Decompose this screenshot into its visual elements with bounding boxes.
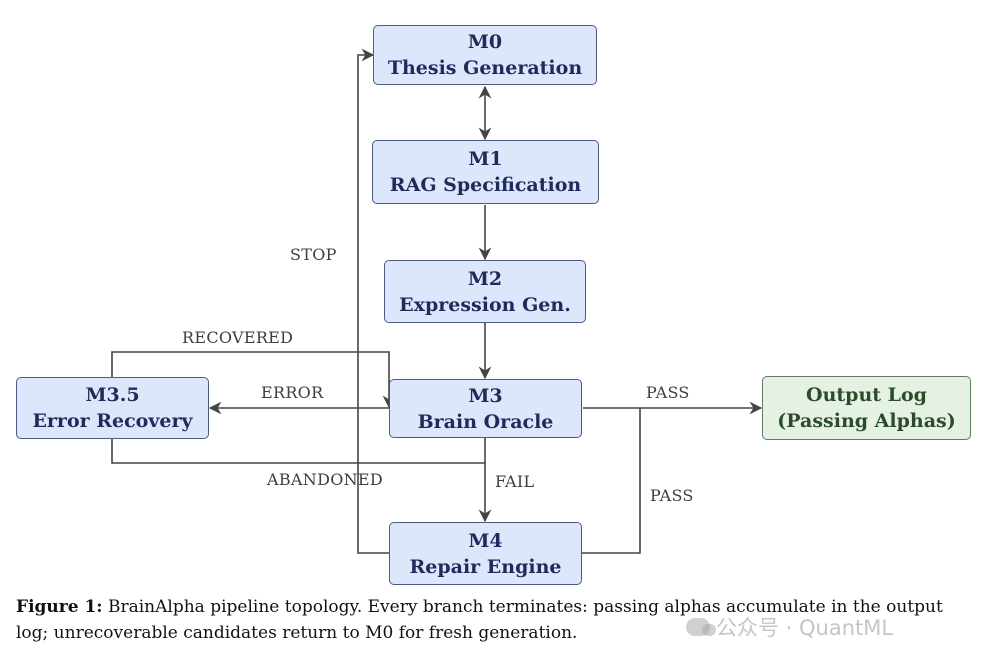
node-m1-rag-specification: M1 RAG Specification [372,140,599,204]
edge-label-pass-repair: PASS [650,486,694,505]
node-m0-thesis-generation: M0 Thesis Generation [373,25,597,85]
caption-label: Figure 1: [16,597,103,617]
node-output-log: Output Log (Passing Alphas) [762,376,971,440]
node-m4-repair-engine: M4 Repair Engine [389,522,582,585]
node-m2-expression-gen: M2 Expression Gen. [384,260,586,323]
node-m0-id: M0 [467,31,503,53]
node-m0-title: Thesis Generation [387,57,583,79]
node-m1-title: RAG Specification [389,174,582,196]
edge-m35-abandoned [111,439,485,464]
node-m2-title: Expression Gen. [399,293,571,316]
edge-m4-output-pass [582,408,641,554]
wechat-icon [686,618,716,636]
watermark: 公众号 · QuantML [686,612,893,642]
node-m3-id: M3 [468,384,503,407]
edge-label-fail: FAIL [495,472,535,491]
edge-label-abandoned: ABANDONED [267,470,384,489]
node-m35-error-recovery: M3.5 Error Recovery [16,377,209,439]
edge-label-stop: STOP [290,245,337,264]
edge-m4-m0-stop [357,48,389,554]
node-m3-title: Brain Oracle [417,410,554,433]
node-m35-title: Error Recovery [32,410,193,432]
node-output-title: (Passing Alphas) [777,410,956,432]
node-m3-brain-oracle: M3 Brain Oracle [389,379,582,438]
node-m1-id: M1 [468,148,503,170]
watermark-text: 公众号 · QuantML [716,616,894,640]
edge-label-pass-right: PASS [646,383,690,402]
edge-label-recovered: RECOVERED [182,328,294,347]
node-m4-id: M4 [468,529,503,552]
node-m4-title: Repair Engine [409,555,562,578]
caption-text: BrainAlpha pipeline topology. Every bran… [16,597,943,643]
node-m2-id: M2 [467,267,503,290]
edge-label-error: ERROR [261,383,324,402]
figure-caption: Figure 1: BrainAlpha pipeline topology. … [16,594,966,646]
node-m35-id: M3.5 [85,384,140,406]
node-output-id: Output Log [806,384,927,406]
edge-m35-m3-recovered [111,351,396,409]
